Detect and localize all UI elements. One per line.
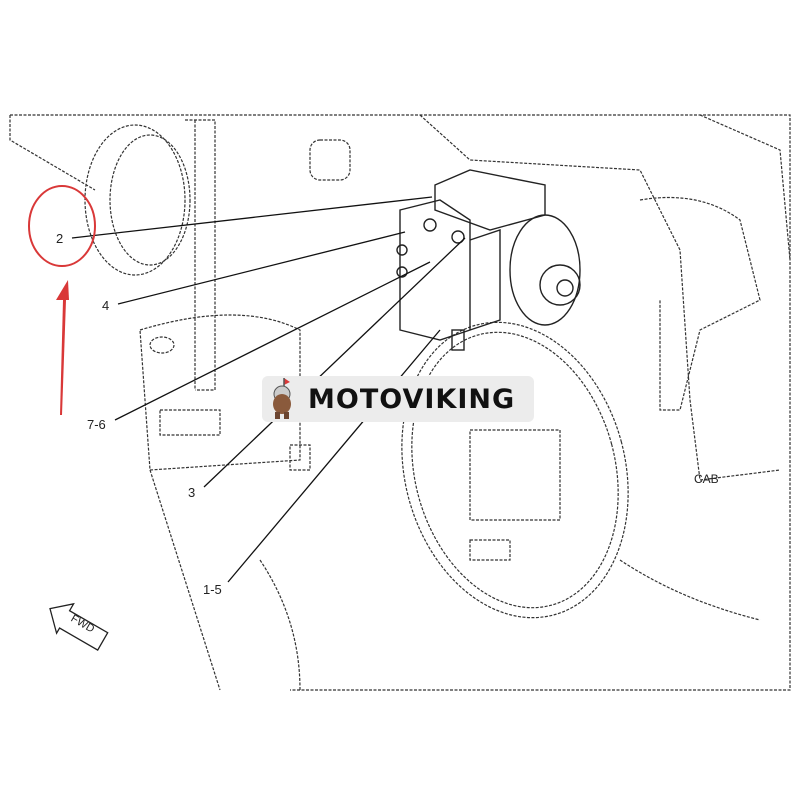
motor-housing xyxy=(84,124,186,276)
callout-7-6: 7-6 xyxy=(87,417,106,432)
highlight-arrow xyxy=(56,280,69,415)
callout-3: 3 xyxy=(188,485,196,500)
fwd-arrow-icon xyxy=(49,602,109,651)
callout-2: 2 xyxy=(56,231,64,246)
callout-1-5: 1-5 xyxy=(203,582,222,597)
valve-block xyxy=(396,169,581,351)
callout-leaders xyxy=(71,196,466,583)
callout-4: 4 xyxy=(102,298,110,313)
pump-flange xyxy=(509,214,581,326)
highlight-circle xyxy=(28,185,96,267)
cab-label: CAB xyxy=(694,472,719,486)
watermark-text: MOTOVIKING xyxy=(308,383,516,415)
cab-opening xyxy=(401,321,629,619)
viking-mascot-icon xyxy=(273,378,291,419)
frame-border xyxy=(10,114,791,691)
watermark-logo: MOTOVIKING xyxy=(262,376,534,422)
cab-panel xyxy=(419,114,781,481)
